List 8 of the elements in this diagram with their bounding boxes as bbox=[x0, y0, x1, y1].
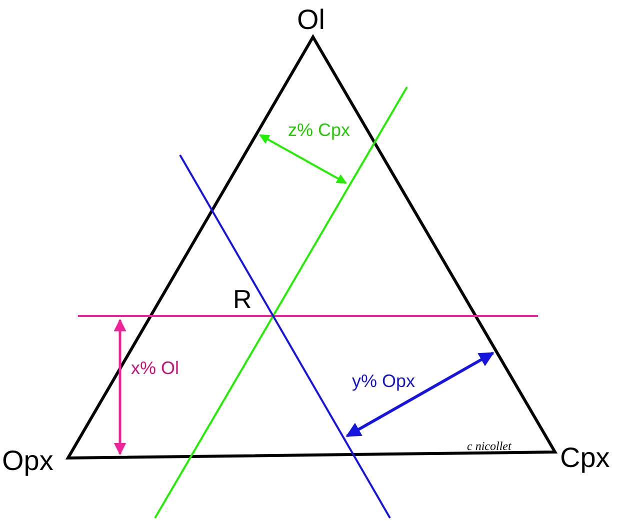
vertex-label: Ol bbox=[297, 6, 325, 34]
vertex-label: Cpx bbox=[560, 444, 610, 472]
measure-label: x% Ol bbox=[131, 359, 180, 377]
signature: c nicollet bbox=[467, 440, 512, 452]
measure-label: y% Opx bbox=[352, 372, 416, 390]
vertex-label: Opx bbox=[2, 447, 54, 475]
point-label: R bbox=[233, 286, 252, 312]
measure-label: z% Cpx bbox=[288, 121, 350, 139]
